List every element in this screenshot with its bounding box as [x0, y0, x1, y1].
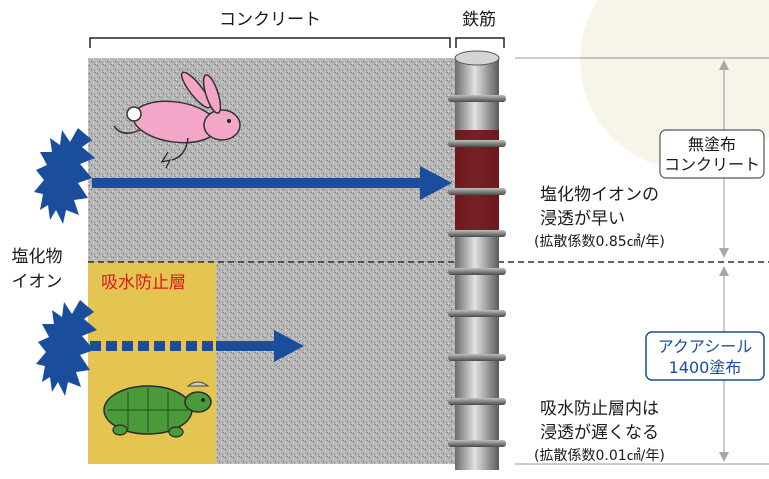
slow-penetration-arrow [90, 330, 304, 362]
background-decoration [580, 0, 769, 170]
uncoated-label-line2: コンクリート [664, 155, 760, 174]
slow-description-line2: 浸透が遅くなる [540, 423, 659, 443]
concrete-label: コンクリート [219, 10, 321, 30]
rebar [454, 50, 500, 470]
fast-description-line1: 塩化物イオンの [540, 185, 659, 205]
uncoated-label-box [659, 129, 765, 179]
slow-description-line1: 吸水防止層内は [540, 399, 659, 419]
barrier-label: 吸水防止層 [101, 273, 186, 293]
starburst-icon [36, 300, 97, 396]
slow-diffusion-coefficient: (拡散係数0.01㎠/年) [534, 448, 665, 464]
chloride-label-line1: 塩化物 [12, 247, 63, 267]
fast-diffusion-coefficient: (拡散係数0.85㎠/年) [534, 234, 665, 250]
chloride-label-line2: イオン [12, 272, 63, 292]
coated-label-line1: アクアシール [658, 337, 753, 356]
concrete-bracket [89, 37, 451, 48]
starburst-icon [34, 128, 95, 224]
rebar-ribs [448, 95, 506, 447]
fast-penetration-arrow [92, 166, 452, 200]
coated-label-line2: 1400塗布 [669, 358, 742, 377]
turtle-icon [103, 381, 212, 438]
rebar-bracket [455, 37, 505, 48]
uncoated-label-line1: 無塗布 [688, 135, 736, 154]
rabbit-icon [113, 71, 241, 169]
fast-description-line2: 浸透が早い [540, 209, 625, 229]
coated-label-box [645, 331, 765, 381]
rebar-label: 鉄筋 [462, 10, 496, 30]
